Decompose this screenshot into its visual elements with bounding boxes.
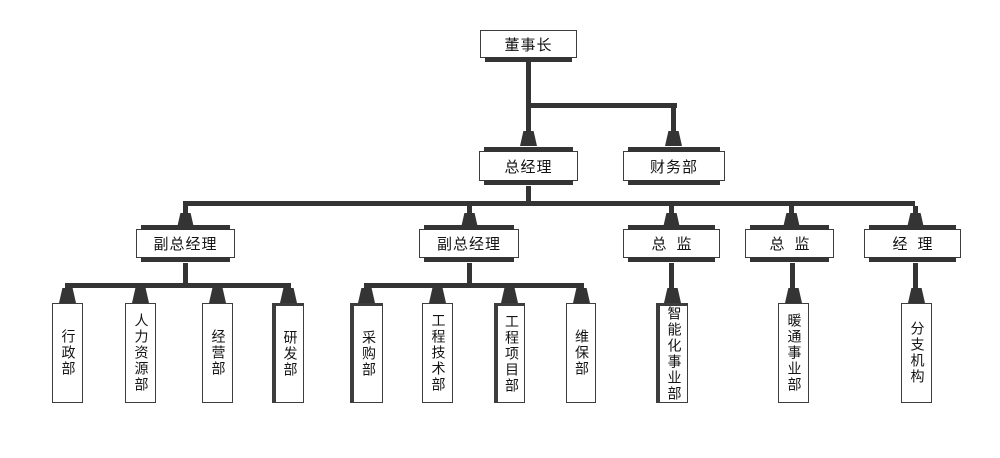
node-engineering-tech-dept: 工程技术部 bbox=[422, 303, 453, 403]
connector-intelligent-plug bbox=[664, 288, 681, 303]
node-label: 总监 bbox=[651, 235, 702, 253]
node-deputy-gm-1: 副总经理 bbox=[136, 225, 235, 262]
connector-dgm1-down bbox=[183, 263, 188, 283]
node-intelligent-business-dept: 智能化事业部 bbox=[656, 303, 688, 403]
node-label: 人力资源部 bbox=[132, 313, 149, 393]
node-label: 暖通事业部 bbox=[785, 313, 802, 393]
connector-director-2-down bbox=[790, 263, 795, 288]
connector-gm-drop bbox=[526, 108, 531, 131]
node-label: 经营部 bbox=[209, 329, 226, 377]
connector-finance-drop bbox=[671, 108, 676, 131]
node-label: 智能化事业部 bbox=[665, 306, 682, 402]
connector-director-2-stub bbox=[789, 206, 794, 213]
node-label: 采购部 bbox=[360, 330, 376, 378]
connector-chairman-drop bbox=[526, 62, 531, 103]
node-branch-offices: 分支机构 bbox=[901, 303, 932, 403]
connector-gm-down bbox=[526, 186, 531, 201]
node-label: 工程项目部 bbox=[503, 314, 519, 394]
node-label: 行政部 bbox=[59, 329, 76, 377]
node-hr-dept: 人力资源部 bbox=[125, 303, 156, 403]
connector-deputy-gm-2-plug bbox=[461, 213, 478, 228]
node-purchasing-dept: 采购部 bbox=[350, 303, 383, 403]
connector-manager-down bbox=[913, 263, 918, 288]
node-maintenance-dept: 维保部 bbox=[566, 303, 596, 403]
node-label: 总经理 bbox=[504, 157, 553, 176]
connector-director-1-plug bbox=[663, 213, 680, 228]
node-director-2: 总监 bbox=[745, 225, 834, 262]
connector-director-2-plug bbox=[783, 213, 800, 228]
node-finance-dept: 财务部 bbox=[623, 147, 725, 185]
connector-engineering-tech-plug bbox=[429, 288, 446, 303]
connector-branch-plug bbox=[908, 288, 925, 303]
connector-dgm2-hline bbox=[364, 283, 584, 288]
node-rd-dept: 研发部 bbox=[272, 303, 304, 403]
connector-deputy-gm-1-plug bbox=[177, 213, 194, 228]
node-engineering-project-dept: 工程项目部 bbox=[494, 303, 525, 403]
node-label: 分支机构 bbox=[908, 321, 925, 385]
node-label: 副总经理 bbox=[436, 235, 501, 253]
connector-hr-plug bbox=[132, 288, 149, 303]
connector-manager-plug bbox=[907, 213, 924, 228]
node-label: 总监 bbox=[769, 235, 820, 253]
connector-gm-plug bbox=[520, 131, 537, 146]
connector-director-1-down bbox=[669, 263, 674, 288]
node-operations-dept: 经营部 bbox=[202, 303, 233, 403]
node-deputy-gm-2: 副总经理 bbox=[419, 225, 519, 262]
node-label: 副总经理 bbox=[153, 235, 218, 253]
node-label: 工程技术部 bbox=[429, 313, 446, 393]
node-hvac-business-dept: 暖通事业部 bbox=[778, 303, 809, 403]
node-label: 维保部 bbox=[573, 329, 589, 377]
connector-engineering-project-plug bbox=[501, 288, 518, 303]
connector-manager-stub bbox=[913, 206, 918, 213]
connector-rd-plug bbox=[280, 288, 297, 303]
node-label: 董事长 bbox=[504, 35, 553, 54]
connector-dgm2-down bbox=[467, 263, 472, 283]
connector-dgm1-hline bbox=[65, 283, 291, 288]
connector-operations-plug bbox=[209, 288, 226, 303]
connector-maintenance-plug bbox=[573, 288, 590, 303]
connector-level2-hline bbox=[526, 103, 677, 108]
connector-deputy-gm-2-stub bbox=[467, 206, 472, 213]
connector-hvac-plug bbox=[785, 288, 802, 303]
connector-director-1-stub bbox=[669, 206, 674, 213]
node-label: 经理 bbox=[892, 235, 943, 253]
node-label: 研发部 bbox=[281, 330, 298, 378]
connector-finance-plug bbox=[665, 131, 682, 146]
node-director-1: 总监 bbox=[623, 225, 720, 262]
node-manager: 经理 bbox=[864, 225, 961, 262]
node-admin-dept: 行政部 bbox=[52, 303, 83, 403]
node-label: 财务部 bbox=[649, 157, 698, 176]
connector-purchasing-plug bbox=[358, 288, 375, 303]
connector-deputy-gm-1-stub bbox=[183, 206, 188, 213]
node-general-manager: 总经理 bbox=[479, 147, 578, 185]
connector-admin-plug bbox=[59, 288, 76, 303]
connector-level3-hline bbox=[183, 201, 915, 206]
node-chairman: 董事长 bbox=[480, 30, 577, 62]
